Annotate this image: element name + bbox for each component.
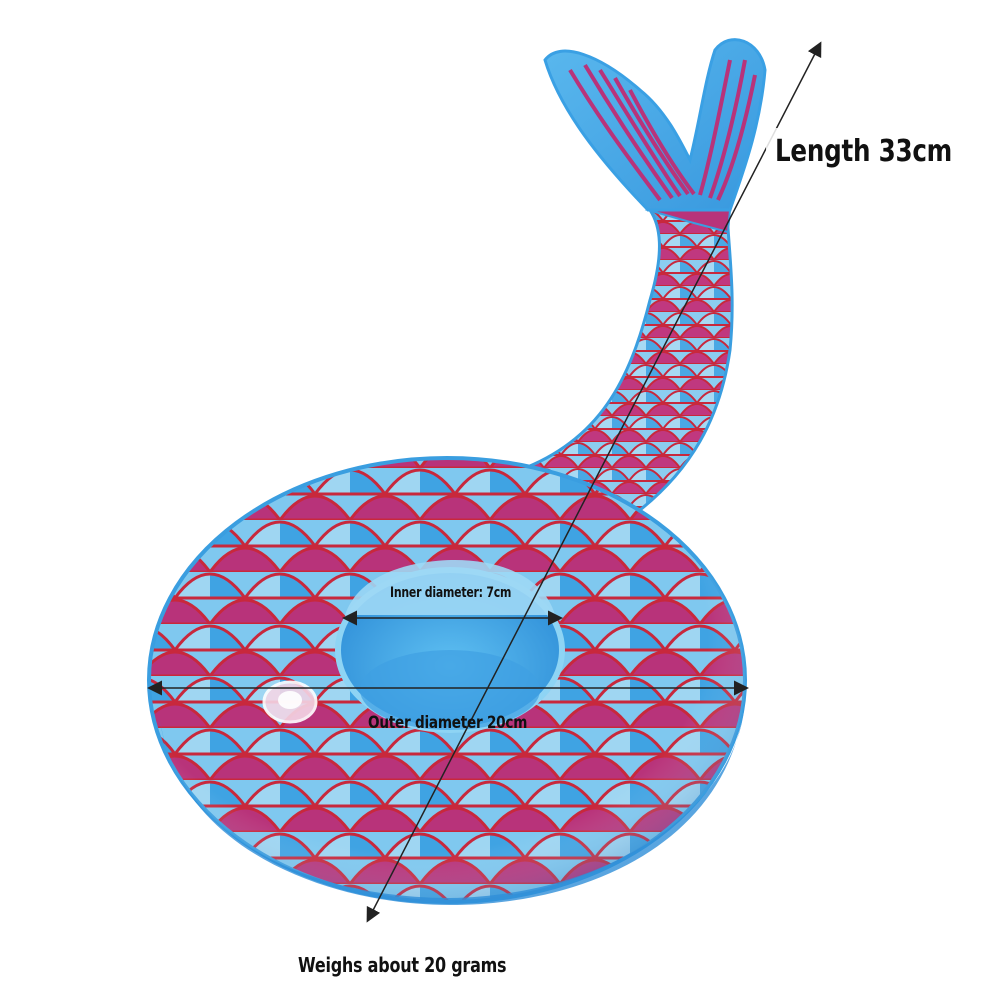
length-label: Length 33cm	[775, 134, 953, 169]
length-label-background	[766, 128, 936, 176]
weight-label: Weighs about 20 grams	[298, 953, 507, 977]
outer-diameter-label: Outer diameter 20cm	[368, 713, 528, 733]
dimension-arrows	[147, 41, 822, 923]
inner-diameter-label: Inner diameter: 7cm	[390, 585, 512, 601]
length-arrow	[366, 41, 822, 923]
mermaid-tail-fin	[543, 38, 767, 212]
mermaid-tail	[515, 193, 734, 512]
